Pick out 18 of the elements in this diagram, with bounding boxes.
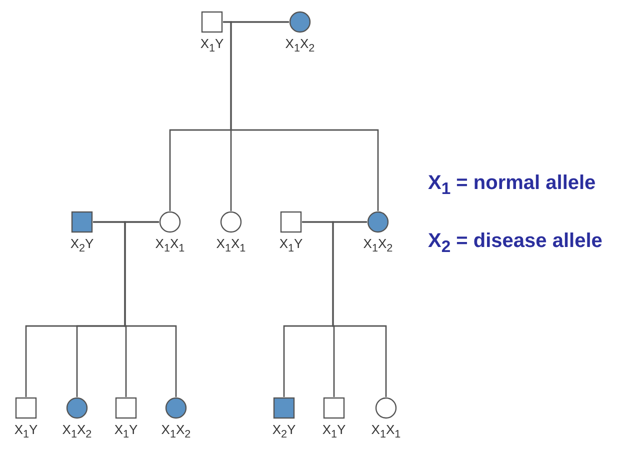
genotype-label: X$_{1}$X$_{1}$ bbox=[370, 422, 402, 443]
genotype-label: X$_{1}$X$_{2}$ bbox=[160, 422, 192, 443]
genotype-label: X$_{2}$Y bbox=[271, 422, 297, 443]
genotype-label: X$_{2}$Y bbox=[69, 236, 95, 257]
descent-line bbox=[332, 221, 387, 397]
genotype-label: X$_{1}$X$_{2}$ bbox=[362, 236, 394, 257]
genotype-label: X$_{1}$Y bbox=[13, 422, 39, 443]
genotype-label: X$_{1}$Y bbox=[321, 422, 347, 443]
genotype-label: X$_{1}$Y bbox=[113, 422, 139, 443]
genotype-label: X$_{1}$X$_{1}$ bbox=[154, 236, 186, 257]
genotype-label: X$_{1}$X$_{1}$ bbox=[215, 236, 247, 257]
genotype-label: X$_{1}$Y bbox=[199, 36, 225, 57]
allele-key-text: X$_{2}$ = disease allele bbox=[428, 230, 602, 257]
genotype-label: X$_{1}$Y bbox=[278, 236, 304, 257]
allele-key-text: X$_{1}$ = normal allele bbox=[428, 172, 596, 199]
genotype-label: X$_{1}$X$_{2}$ bbox=[284, 36, 316, 57]
genotype-label: X$_{1}$X$_{2}$ bbox=[61, 422, 93, 443]
descent-line bbox=[124, 221, 177, 397]
